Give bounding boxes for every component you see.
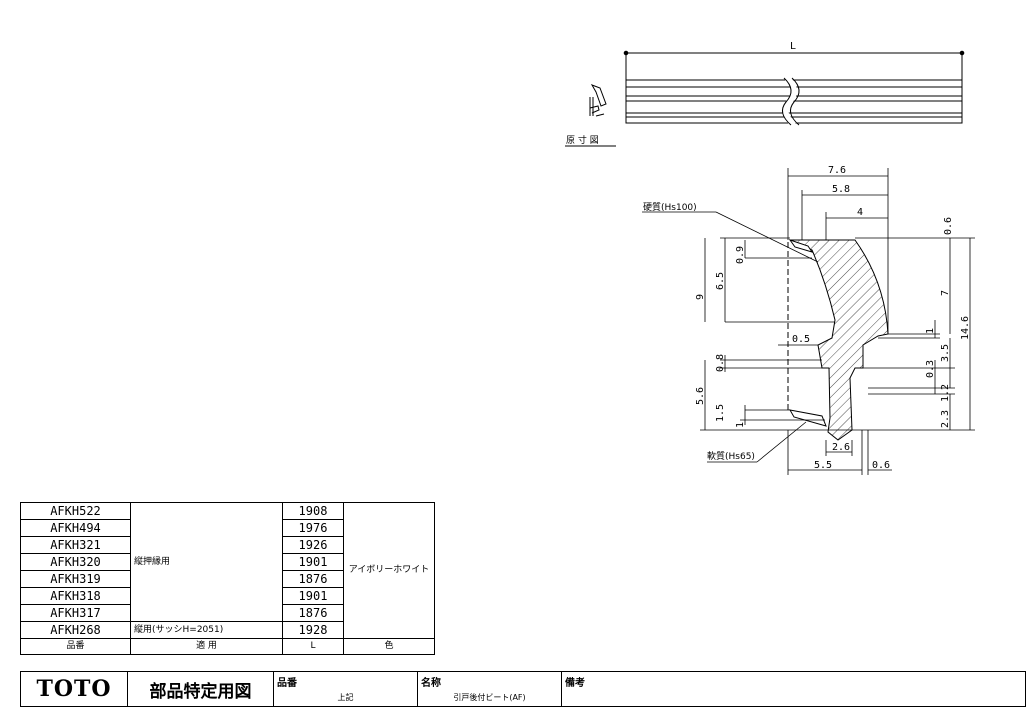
dim-1-2: 1.2 bbox=[940, 384, 951, 402]
part-length: 1876 bbox=[282, 570, 344, 588]
dim-5-5: 5.5 bbox=[814, 460, 832, 471]
part-code: AFKH320 bbox=[20, 553, 131, 571]
dim-5-6: 5.6 bbox=[695, 387, 706, 405]
length-label: L bbox=[790, 41, 796, 52]
use-last: 縦用(サッシH=2051) bbox=[130, 621, 283, 639]
soft-material-label: 軟質(Hs65) bbox=[707, 450, 755, 462]
table-row: AFKH320 1901 bbox=[20, 553, 435, 571]
dim-0-3: 0.3 bbox=[925, 360, 936, 378]
table-row: AFKH317 1876 bbox=[20, 604, 435, 622]
table-header-row: 品番 適 用 L 色 bbox=[20, 638, 435, 655]
part-no-value: 上記 bbox=[337, 693, 354, 702]
part-length: 1901 bbox=[282, 587, 344, 605]
parts-table: AFKH522 縦押縁用 1908 アイボリーホワイト AFKH494 1976… bbox=[20, 502, 435, 655]
dim-4: 4 bbox=[857, 207, 863, 218]
part-no-label: 品番 bbox=[277, 678, 297, 689]
dim-3-5: 3.5 bbox=[940, 344, 951, 362]
table-row: AFKH268 縦用(サッシH=2051) 1928 bbox=[20, 621, 435, 639]
dim-7: 7 bbox=[940, 290, 951, 296]
toto-logo: TOTO bbox=[21, 672, 128, 706]
part-code: AFKH494 bbox=[20, 519, 131, 537]
strip-elevation bbox=[623, 50, 965, 128]
dimension-lines bbox=[642, 168, 975, 475]
part-length: 1876 bbox=[282, 604, 344, 622]
table-row: AFKH318 1901 bbox=[20, 587, 435, 605]
remarks-label: 備考 bbox=[565, 678, 585, 689]
drawing-title: 部品特定用図 bbox=[128, 672, 274, 706]
dim-9: 9 bbox=[695, 294, 706, 300]
part-code: AFKH317 bbox=[20, 604, 131, 622]
dim-2-6: 2.6 bbox=[832, 442, 850, 453]
use-group: 縦押縁用 bbox=[130, 502, 283, 622]
dim-0-6-top: 0.6 bbox=[943, 217, 954, 235]
part-code: AFKH321 bbox=[20, 536, 131, 554]
dim-0-6-bottom: 0.6 bbox=[872, 460, 890, 471]
dim-1-a: 1 bbox=[925, 328, 936, 334]
dim-1-b: 1 bbox=[735, 422, 746, 428]
name-label: 名称 bbox=[421, 678, 441, 689]
part-length: 1928 bbox=[282, 621, 344, 639]
dim-6-5: 6.5 bbox=[715, 272, 726, 290]
part-length: 1976 bbox=[282, 519, 344, 537]
part-length: 1901 bbox=[282, 553, 344, 571]
name-value: 引戸後付ビート(AF) bbox=[453, 693, 526, 702]
part-color: アイボリーホワイト bbox=[343, 502, 435, 639]
dim-7-6: 7.6 bbox=[828, 165, 846, 176]
header-use: 適 用 bbox=[130, 638, 283, 655]
part-code: AFKH318 bbox=[20, 587, 131, 605]
title-block: TOTO 部品特定用図 品番 上記 名称 引戸後付ビート(AF) 備考 bbox=[20, 671, 1026, 707]
part-code: AFKH522 bbox=[20, 502, 131, 520]
dim-0-5: 0.5 bbox=[792, 334, 810, 345]
dim-14-6: 14.6 bbox=[960, 316, 971, 340]
part-no-field: 品番 上記 bbox=[274, 672, 418, 706]
dim-2-3: 2.3 bbox=[940, 410, 951, 428]
dim-0-9: 0.9 bbox=[735, 246, 746, 264]
part-length: 1926 bbox=[282, 536, 344, 554]
part-length: 1908 bbox=[282, 502, 344, 520]
actual-size-label: 原 寸 図 bbox=[566, 134, 599, 146]
table-row: AFKH522 縦押縁用 1908 アイボリーホワイト bbox=[20, 502, 435, 639]
hard-material-label: 硬質(Hs100) bbox=[643, 201, 697, 213]
dim-1-5: 1.5 bbox=[715, 404, 726, 422]
part-code: AFKH319 bbox=[20, 570, 131, 588]
header-length: L bbox=[282, 638, 344, 655]
cross-section-profile bbox=[788, 239, 889, 441]
table-row: AFKH321 1926 bbox=[20, 536, 435, 554]
table-row: AFKH494 1976 bbox=[20, 519, 435, 537]
header-color: 色 bbox=[343, 638, 435, 655]
remarks-field: 備考 bbox=[562, 672, 1025, 706]
part-code: AFKH268 bbox=[20, 621, 131, 639]
header-code: 品番 bbox=[20, 638, 131, 655]
actual-size-profile bbox=[589, 84, 607, 117]
name-field: 名称 引戸後付ビート(AF) bbox=[418, 672, 562, 706]
dim-0-8: 0.8 bbox=[715, 354, 726, 372]
dim-5-8: 5.8 bbox=[832, 184, 850, 195]
